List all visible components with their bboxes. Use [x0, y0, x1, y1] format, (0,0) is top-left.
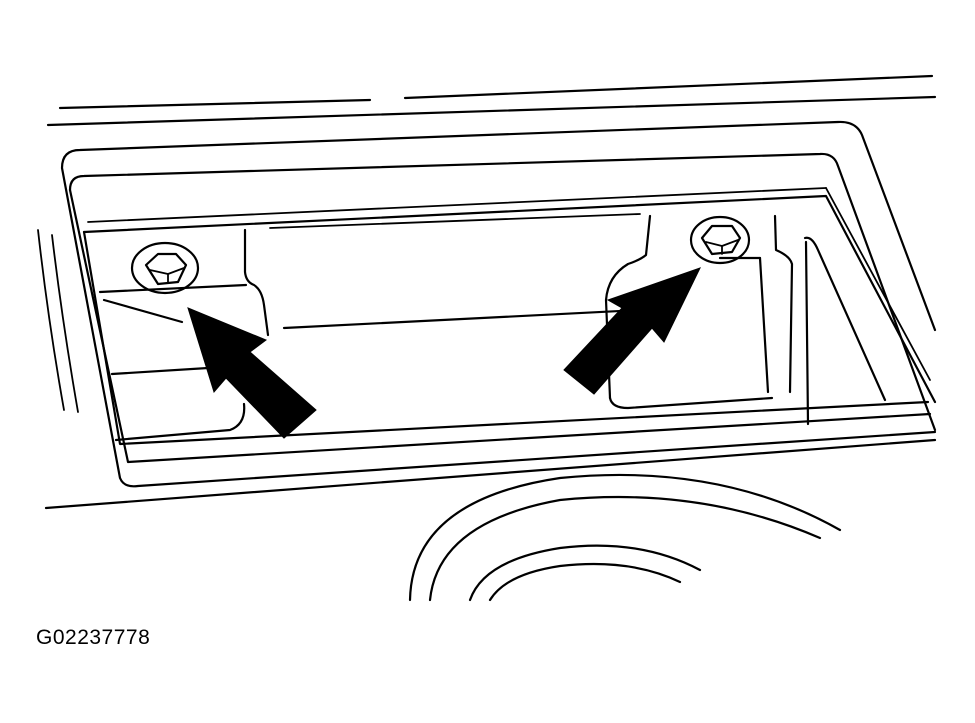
housing-outer-outline	[60, 120, 937, 488]
left-edge-lines	[37, 229, 79, 413]
recess-opening-outline	[82, 194, 937, 404]
housing-inner-rim-lower	[68, 188, 932, 464]
upper-surface-lines	[46, 74, 937, 127]
left-bolt-icon	[130, 241, 200, 295]
recess-opening-left-wall	[82, 230, 930, 446]
right-pointer-arrow	[563, 267, 701, 395]
left-pointer-arrow	[187, 307, 317, 439]
pulley-outline	[408, 473, 842, 602]
left-bracket	[98, 213, 642, 442]
figure-code-label: G02237778	[36, 626, 151, 649]
lower-ledge-line	[44, 438, 937, 510]
right-bolt-icon	[689, 215, 751, 265]
right-bracket	[604, 214, 887, 426]
housing-inner-rim	[68, 152, 937, 432]
